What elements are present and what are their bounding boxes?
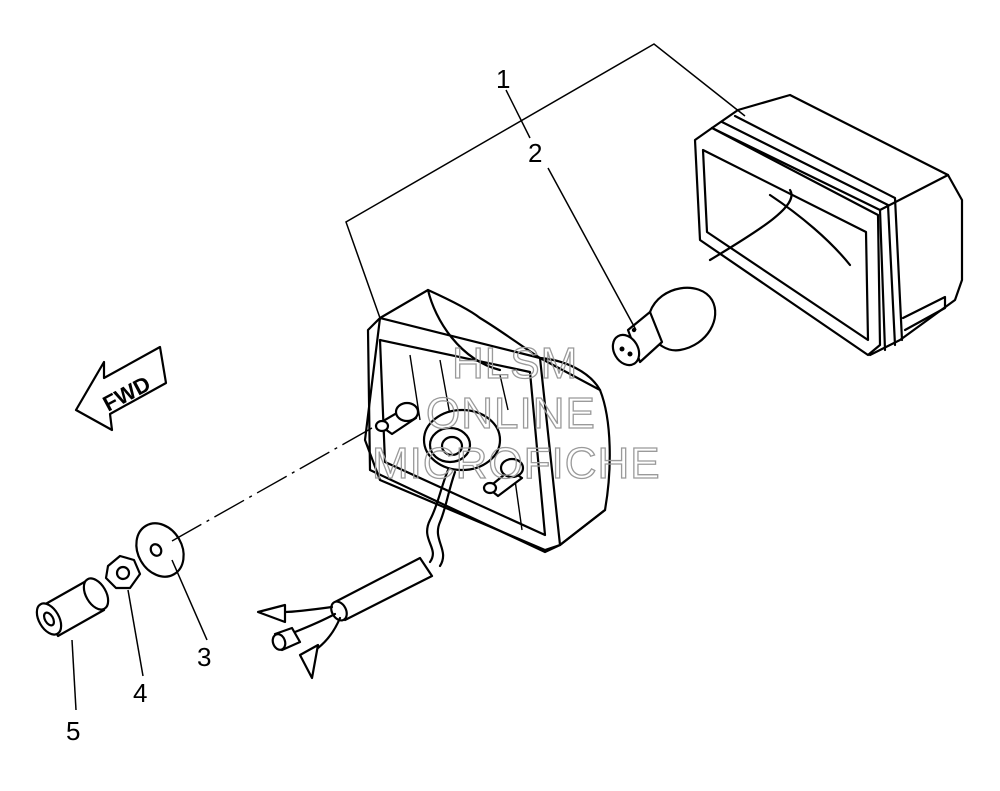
callout-3: 3 [197, 642, 211, 672]
watermark: HLSM ONLINE MICROFICHE [371, 338, 661, 488]
watermark-line-2: ONLINE [426, 389, 596, 438]
tail-lamp-lens [693, 93, 964, 357]
callout-4: 4 [133, 678, 147, 708]
washer [135, 522, 185, 578]
wiring-harness [256, 468, 457, 680]
watermark-line-1: HLSM [452, 339, 578, 388]
watermark-line-3: MICROFICHE [372, 439, 661, 488]
leader-lines [71, 89, 637, 711]
bulb [611, 286, 717, 367]
callout-2: 2 [528, 138, 542, 168]
spacer [35, 577, 110, 638]
lamp-housing [363, 288, 611, 554]
callout-5: 5 [66, 716, 80, 746]
callout-1: 1 [496, 64, 510, 94]
nut [104, 554, 142, 590]
assembly-centerline [171, 427, 373, 542]
fwd-arrow: FWD [74, 345, 168, 432]
